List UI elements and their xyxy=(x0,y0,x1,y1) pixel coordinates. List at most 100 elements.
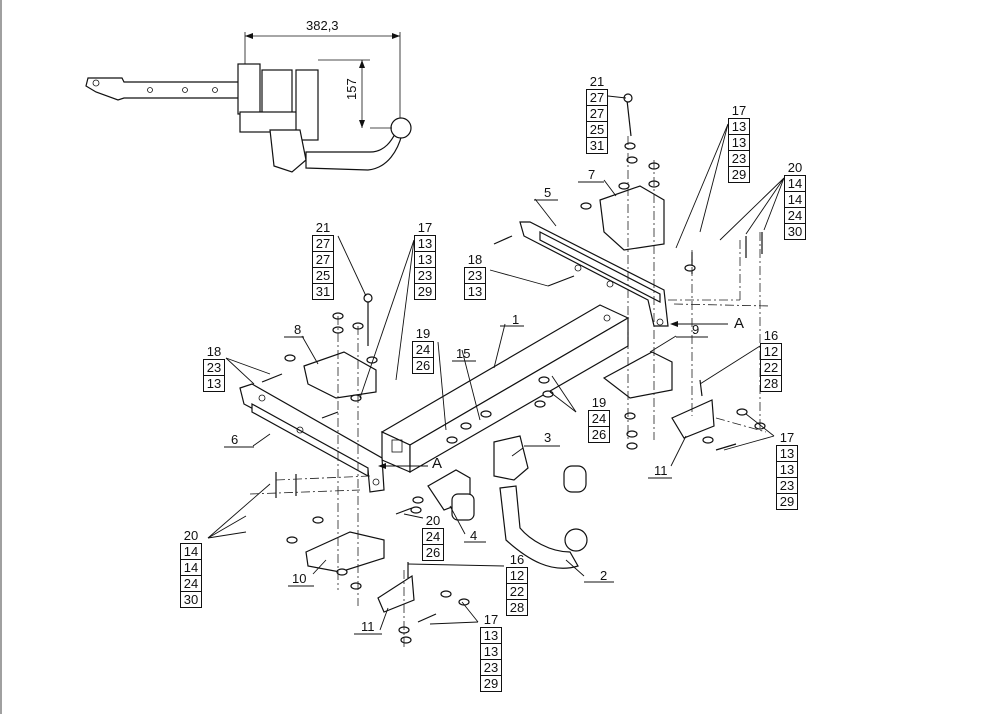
leader xyxy=(359,239,415,399)
main-beam xyxy=(380,304,630,474)
washer xyxy=(400,636,412,644)
bolt-18-left xyxy=(261,373,283,383)
callout-3: 3 xyxy=(544,430,551,445)
socket-bracket-3 xyxy=(493,435,529,481)
stack-cell: 30 xyxy=(180,592,202,608)
stack-cell: 27 xyxy=(312,252,334,268)
stack-cell: 24 xyxy=(588,410,610,427)
rail-hole xyxy=(372,478,380,486)
stack-head: 19 xyxy=(415,326,431,341)
stack-cell: 31 xyxy=(586,138,608,154)
stack-cell: 22 xyxy=(506,584,528,600)
leader xyxy=(670,435,687,467)
dimension-arrow xyxy=(359,60,365,68)
washer xyxy=(336,568,348,576)
stack-cell: 13 xyxy=(776,445,798,462)
callout-7: 7 xyxy=(588,167,595,182)
stack-cell: 28 xyxy=(506,600,528,616)
stack-cell: 13 xyxy=(414,235,436,252)
leader xyxy=(407,563,505,567)
stack-cell: 30 xyxy=(784,224,806,240)
callout-9: 9 xyxy=(692,322,699,337)
rail-hole xyxy=(258,394,266,402)
bolt-21-top xyxy=(626,99,632,137)
section-arrowhead xyxy=(378,463,386,469)
stack-cell: 13 xyxy=(480,644,502,660)
washer xyxy=(480,410,492,418)
towball-cap xyxy=(563,465,587,493)
side-view-hole xyxy=(212,87,218,93)
towball-2 xyxy=(564,528,588,552)
stack-cell: 13 xyxy=(464,284,486,300)
stack-head: 16 xyxy=(509,552,525,567)
stack-cell: 24 xyxy=(784,208,806,224)
washer xyxy=(542,390,554,398)
washer xyxy=(286,536,298,544)
leader xyxy=(312,559,327,575)
side-view-crossbar xyxy=(295,69,319,141)
stack-cell: 23 xyxy=(414,268,436,284)
stack-cell: 31 xyxy=(312,284,334,300)
stack-cell: 29 xyxy=(480,676,502,692)
washer xyxy=(624,142,636,150)
washer xyxy=(580,202,592,210)
washer xyxy=(412,496,424,504)
bolt-18-mid xyxy=(547,275,575,287)
assembly-line xyxy=(275,475,371,481)
bolt-18-lower xyxy=(321,411,339,419)
stack-head: 20 xyxy=(183,528,199,543)
side-view-towball xyxy=(390,117,412,139)
section-mark-a-right: A xyxy=(734,315,744,332)
stack-cell: 26 xyxy=(422,545,444,561)
leader xyxy=(403,513,424,519)
plate-7 xyxy=(599,185,665,251)
bolt-18-top xyxy=(493,235,513,245)
callout-6: 6 xyxy=(231,432,238,447)
stack-head: 20 xyxy=(425,513,441,528)
leader xyxy=(719,177,785,241)
bolt-20-bottom xyxy=(395,507,413,515)
plate-10 xyxy=(305,531,385,573)
stack-cell: 22 xyxy=(760,360,782,376)
leader xyxy=(493,323,506,369)
side-view-plate xyxy=(261,69,293,117)
stack-cell: 23 xyxy=(203,359,225,376)
left-side-bracket xyxy=(239,383,385,493)
stack-cell: 14 xyxy=(784,175,806,192)
leader xyxy=(763,177,785,231)
leader xyxy=(379,607,389,631)
stack-head: 17 xyxy=(417,220,433,235)
washer xyxy=(312,516,324,524)
main-beam-hole xyxy=(603,314,611,322)
leader xyxy=(429,621,479,625)
washer xyxy=(624,412,636,420)
rail-hole xyxy=(574,264,582,272)
stack-head: 20 xyxy=(787,160,803,175)
callout-4: 4 xyxy=(470,528,477,543)
side-view-hole xyxy=(182,87,188,93)
leader xyxy=(745,177,785,235)
stack-cell: 23 xyxy=(728,151,750,167)
stack-cell: 13 xyxy=(203,376,225,392)
assembly-line xyxy=(673,303,771,307)
washer xyxy=(538,376,550,384)
leader xyxy=(437,341,447,431)
leader xyxy=(252,433,271,447)
leader xyxy=(301,335,319,365)
callout-15: 15 xyxy=(456,346,470,361)
leader xyxy=(745,413,775,437)
rail-hole xyxy=(656,318,664,326)
leader xyxy=(207,531,247,539)
stack-cell: 23 xyxy=(464,267,486,284)
leader xyxy=(565,559,585,577)
callout-11-right: 11 xyxy=(654,463,668,478)
